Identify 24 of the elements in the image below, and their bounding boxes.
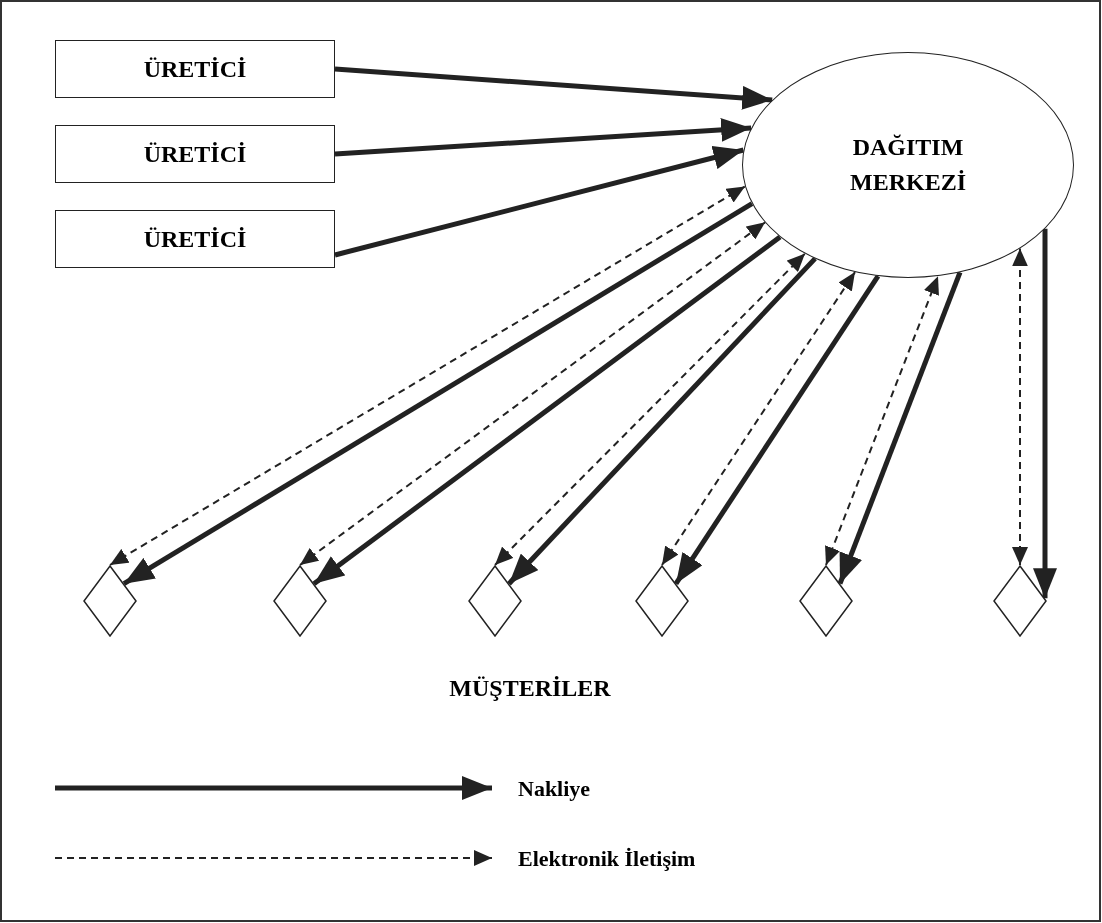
node-label: DAĞITIM MERKEZİ bbox=[849, 133, 967, 197]
arrow bbox=[334, 66, 773, 110]
arrow bbox=[837, 271, 963, 585]
group-label: MÜŞTERİLER bbox=[448, 674, 612, 703]
node-label: ÜRETİCİ bbox=[143, 139, 247, 169]
customer-diamond bbox=[799, 565, 853, 637]
customer-diamond bbox=[83, 565, 137, 637]
arrow bbox=[334, 145, 745, 258]
dashed-arrow bbox=[1012, 247, 1028, 566]
arrow bbox=[1033, 228, 1057, 599]
node-label: ÜRETİCİ bbox=[143, 224, 247, 254]
legend-label: Nakliye bbox=[518, 775, 591, 803]
customer-diamond bbox=[468, 565, 522, 637]
producer-box bbox=[55, 40, 335, 98]
node-label: ÜRETİCİ bbox=[143, 54, 247, 84]
legend-label: Elektronik İletişim bbox=[518, 845, 696, 873]
customer-diamond bbox=[993, 565, 1047, 637]
dashed-arrow bbox=[661, 271, 856, 566]
producer-box bbox=[55, 125, 335, 183]
producer-box bbox=[55, 210, 335, 268]
arrow bbox=[673, 274, 881, 586]
customer-diamond bbox=[635, 565, 689, 637]
customer-diamond bbox=[273, 565, 327, 637]
arrow bbox=[334, 117, 752, 157]
